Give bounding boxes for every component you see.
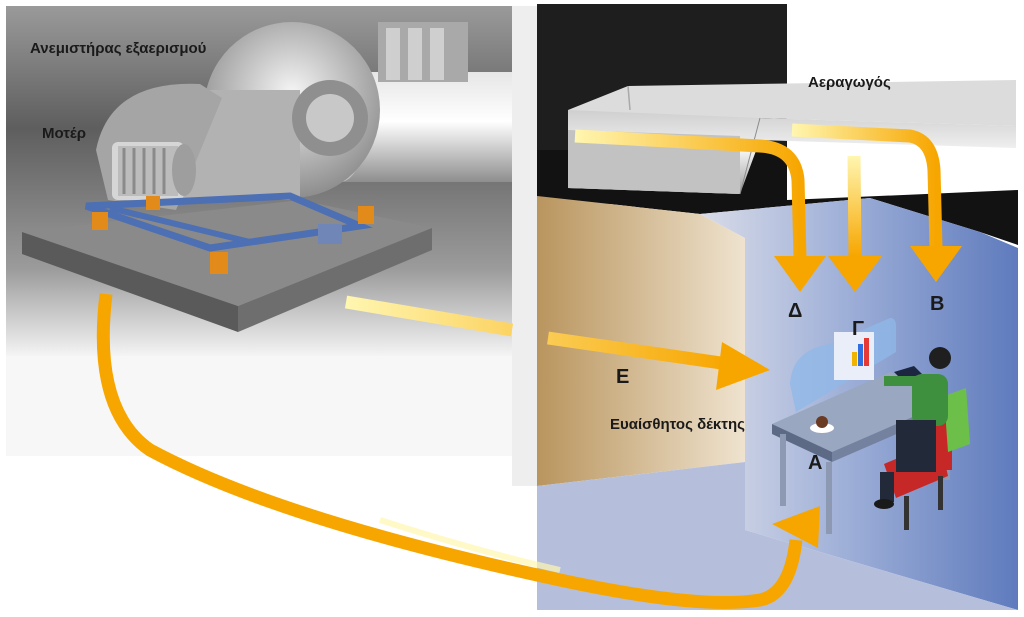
arrow-path-g — [828, 155, 882, 292]
arrow-path-a — [96, 293, 820, 609]
fan-housing — [180, 22, 468, 200]
path-label-b: Β — [930, 293, 945, 315]
path-label-e: Ε — [616, 366, 630, 388]
office-workstation — [772, 318, 970, 534]
receiver-label: Ευαίσθητος δέκτης — [610, 416, 745, 433]
path-label-d: Δ — [788, 300, 803, 322]
motor — [112, 142, 196, 200]
arrow-path-e — [344, 295, 770, 390]
base-frame — [84, 192, 374, 274]
motor-label: Μοτέρ — [42, 125, 86, 142]
arrow-path-d — [574, 129, 826, 292]
spring-isolator — [92, 196, 374, 274]
arrow-path-b — [791, 123, 962, 282]
path-label-g: Γ — [852, 318, 865, 340]
fan-label: Ανεμιστήρας εξαερισμού — [30, 40, 207, 57]
path-label-a: Α — [808, 452, 823, 474]
duct-label: Αεραγωγός — [808, 74, 891, 91]
